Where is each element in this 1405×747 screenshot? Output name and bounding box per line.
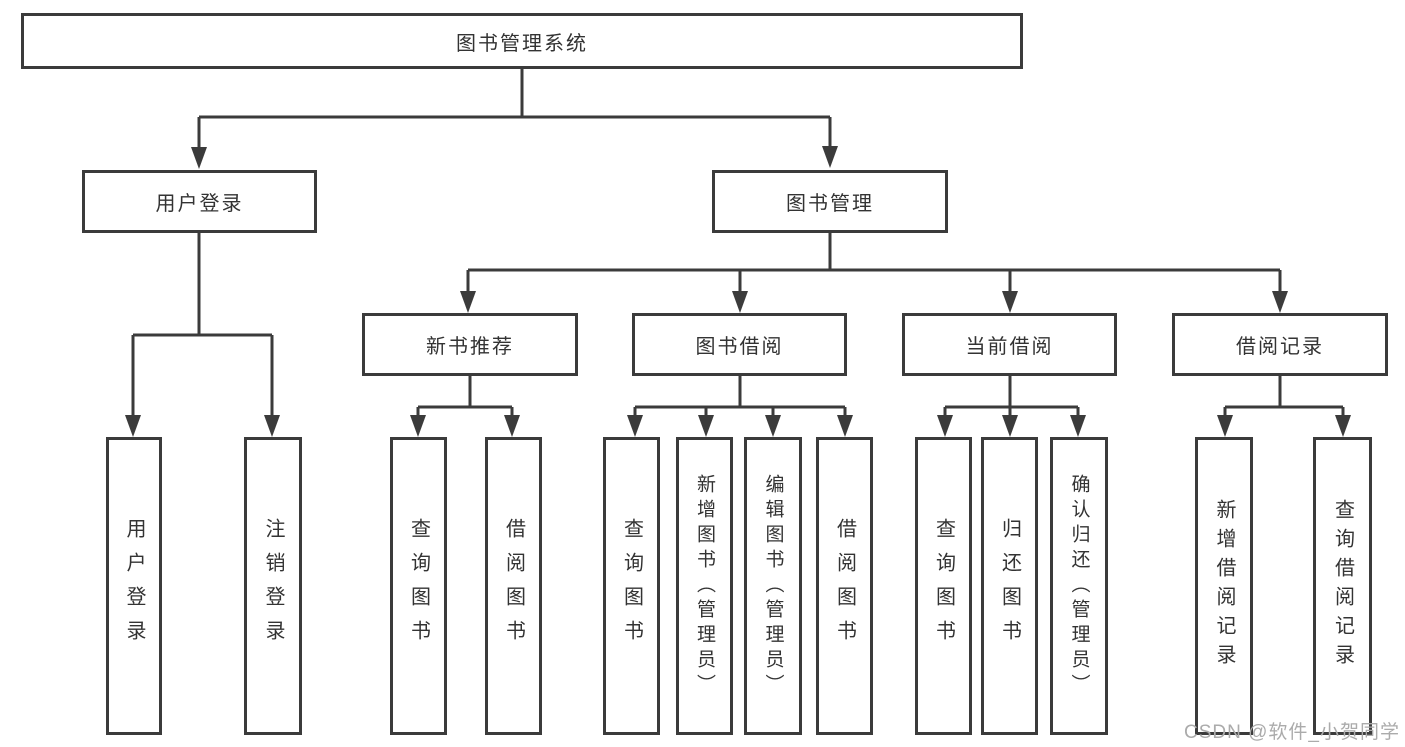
node-book-management: 图书管理 [712, 170, 948, 233]
node-leaf-borrow-books: 借阅图书 [816, 437, 873, 735]
node-new-book-recommend: 新书推荐 [362, 313, 578, 376]
node-current-borrow: 当前借阅 [902, 313, 1117, 376]
node-leaf-borrow-books-recommend: 借阅图书 [485, 437, 542, 735]
node-leaf-logout: 注销登录 [244, 437, 302, 735]
node-leaf-add-borrow-record: 新增借阅记录 [1195, 437, 1253, 735]
node-leaf-query-books-borrow: 查询图书 [603, 437, 660, 735]
node-leaf-query-books-recommend: 查询图书 [390, 437, 447, 735]
node-book-borrow: 图书借阅 [632, 313, 847, 376]
node-system-root: 图书管理系统 [21, 13, 1023, 69]
node-leaf-query-books-current: 查询图书 [915, 437, 972, 735]
node-leaf-add-books-admin: 新增图书（管理员） [676, 437, 733, 735]
node-leaf-query-borrow-record: 查询借阅记录 [1313, 437, 1372, 735]
node-user-login: 用户登录 [82, 170, 317, 233]
node-leaf-return-books: 归还图书 [981, 437, 1038, 735]
node-leaf-user-login: 用户登录 [106, 437, 162, 735]
node-leaf-edit-books-admin: 编辑图书（管理员） [744, 437, 802, 735]
node-leaf-confirm-return-admin: 确认归还（管理员） [1050, 437, 1108, 735]
node-borrow-records: 借阅记录 [1172, 313, 1388, 376]
watermark-text: CSDN @软件_小贺同学 [1184, 722, 1400, 743]
